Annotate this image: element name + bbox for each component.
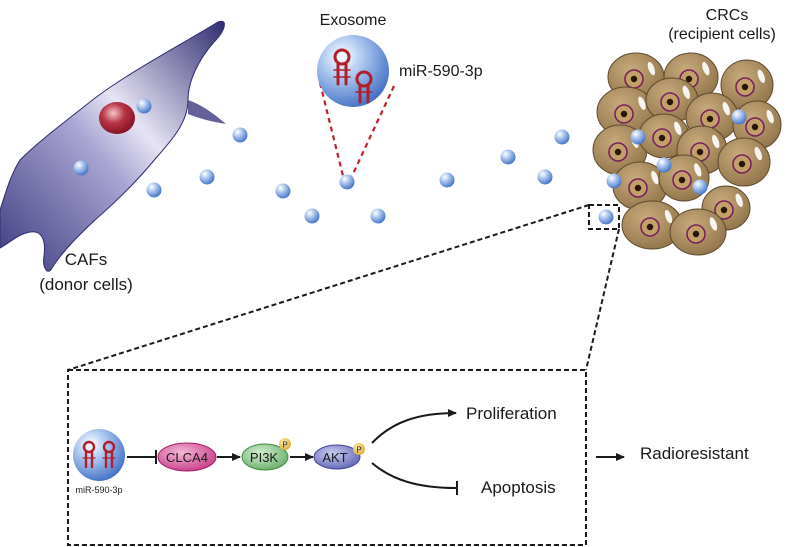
hairpin-icon	[355, 70, 373, 104]
crc-nucleolus	[630, 75, 638, 83]
crc-nucleolus	[614, 148, 622, 156]
exosome-zoom	[317, 35, 395, 177]
crc-cell-highlight	[754, 146, 762, 161]
hairpin-icon	[333, 48, 351, 86]
clca4-node	[157, 442, 217, 472]
crc-cell-highlight	[694, 163, 702, 177]
exosome-dot	[606, 173, 622, 189]
crc-nucleolus	[738, 160, 746, 168]
crc-cell-highlight	[735, 193, 743, 207]
exosome-dot	[370, 208, 386, 224]
crc-cell-highlight	[722, 101, 730, 116]
exosome-dot	[304, 208, 320, 224]
caf-nucleus	[99, 102, 135, 134]
phospho-label: P	[356, 446, 361, 455]
exosome-dot	[537, 169, 553, 185]
cafs-label: CAFs	[65, 250, 108, 269]
exosome-label: Exosome	[320, 12, 387, 29]
outcome-label: Radioresistant	[640, 444, 749, 463]
crc-nucleolus	[706, 115, 714, 123]
phospho-icon	[353, 443, 365, 455]
akt-node	[313, 444, 361, 470]
crcs-sublabel: (recipient cells)	[668, 26, 776, 43]
pi3k-node	[241, 443, 289, 471]
exosome-icon	[73, 429, 125, 481]
crc-nucleolus	[720, 206, 728, 214]
exosome-dot	[439, 172, 455, 188]
proliferation-label: Proliferation	[466, 404, 557, 423]
crc-nucleolus	[751, 123, 759, 131]
mirna-caption: miR-590-3p	[75, 485, 122, 495]
exosome-dot	[275, 183, 291, 199]
phospho-label: P	[282, 441, 287, 450]
akt-label: AKT	[322, 450, 347, 465]
mirna-label: miR-590-3p	[399, 63, 483, 80]
crc-cell-highlight	[651, 170, 659, 185]
exosome-dot	[339, 174, 355, 190]
crc-cell-highlight	[709, 217, 718, 231]
pi3k-label: PI3K	[250, 450, 279, 465]
exosome-dot	[73, 160, 89, 176]
pathway-box	[67, 369, 587, 546]
crc-cell-highlight	[664, 209, 673, 224]
exosome-dot	[731, 109, 747, 125]
proliferation-arrow	[371, 409, 457, 444]
crc-cell-highlight	[766, 109, 774, 124]
exosome-dot	[232, 127, 248, 143]
exosome-dot	[598, 209, 614, 225]
exosome-large	[317, 35, 389, 107]
crc-cell-highlight	[702, 61, 710, 76]
caf-cell	[0, 20, 226, 272]
crc-cell-highlight	[757, 69, 765, 83]
crc-nucleolus	[658, 134, 666, 142]
exosome-dot	[199, 169, 215, 185]
crc-nucleolus	[741, 83, 749, 91]
crc-nucleolus	[634, 184, 642, 192]
exosome-dot	[146, 182, 162, 198]
exosome-dot	[656, 157, 672, 173]
crc-nucleolus	[692, 230, 700, 238]
crc-nucleolus	[646, 223, 654, 231]
crc-cell-highlight	[682, 85, 690, 99]
clca4-label: CLCA4	[166, 450, 208, 465]
crcs-label: CRCs	[706, 7, 749, 24]
crc-nucleolus	[696, 148, 704, 156]
crc-cell-highlight	[712, 134, 720, 149]
exosome-dot	[554, 129, 570, 145]
exosome-dot	[500, 149, 516, 165]
apoptosis-label: Apoptosis	[481, 478, 556, 497]
crc-nucleolus	[685, 75, 693, 83]
crc-cell-highlight	[674, 121, 682, 135]
exosome-dot	[692, 179, 708, 195]
apoptosis-inhibit	[371, 462, 457, 489]
pathway-mirna	[73, 429, 125, 481]
phospho-icon	[279, 438, 291, 450]
hairpin-icon	[102, 440, 116, 469]
exosome-particles	[73, 98, 570, 224]
crc-nucleolus	[620, 110, 628, 118]
cafs-sublabel: (donor cells)	[39, 275, 133, 294]
crc-cell-highlight	[647, 61, 656, 76]
crc-cell-cluster	[592, 52, 782, 256]
crc-exosomes	[598, 109, 747, 225]
exosome-dot	[630, 129, 646, 145]
hairpin-icon	[82, 440, 96, 469]
zoom-callout	[67, 204, 620, 546]
crc-nucleolus	[678, 176, 686, 184]
exosome-dot	[136, 98, 152, 114]
crc-cell-highlight	[638, 96, 646, 110]
crc-nucleolus	[666, 98, 674, 106]
